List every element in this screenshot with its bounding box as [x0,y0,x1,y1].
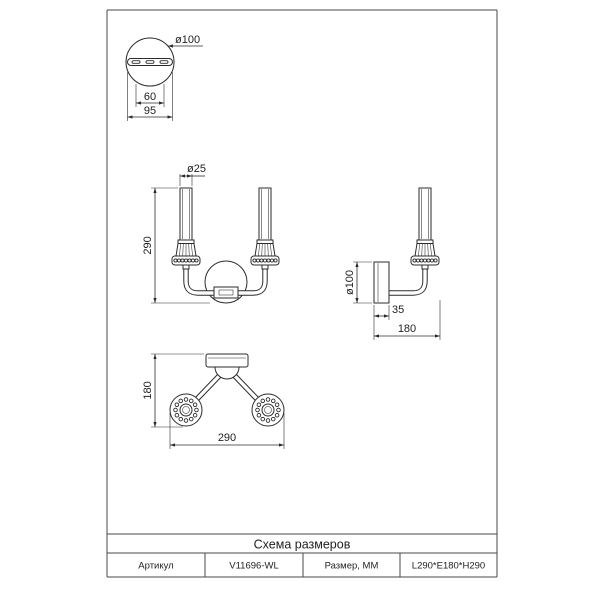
backplate-diameter-value: ø100 [175,34,200,46]
side-backplate [373,261,390,304]
width-value: 290 [218,432,236,444]
top-backplate [205,353,249,368]
mounting-slot [131,60,141,64]
front-left-holder [171,187,201,270]
front-right-arm [237,269,268,296]
title-block: Схема размеров Артикул V11696-WL Размер,… [138,538,485,572]
tube-diameter-value: ø25 [187,163,206,175]
front-view: ø25 290 [142,163,280,304]
side-view: ø100 35 180 [344,187,441,340]
mounting-slot [145,60,155,64]
size-value: L290*E180*H290 [412,561,485,572]
top-left-cup [169,393,203,427]
article-label: Артикул [138,561,173,572]
top-arm-connector [214,366,240,380]
front-left-arm [183,269,215,296]
side-arm [388,269,428,296]
arm-tube-inner [237,269,267,295]
size-label: Размер, ММ [325,561,379,572]
sheet-title: Схема размеров [254,538,351,552]
top-left-arm [195,372,223,401]
top-view: 180 290 [142,353,285,449]
arm-connector-block [213,286,239,299]
top-right-cup [251,393,285,427]
connector-detail [218,289,234,296]
height-value: 290 [142,236,154,254]
arm-tube-inner [184,269,215,295]
arm-tube-outline [388,269,428,296]
bar-length-value: 95 [144,105,156,117]
top-right-arm [231,372,259,401]
top-depth-value: 180 [142,381,154,399]
mount-spacing-value: 60 [144,91,156,103]
arm-tube-inner [195,372,223,401]
mounting-bar [127,58,173,66]
side-holder [410,187,440,270]
backplate-view: ø100 60 95 [125,34,203,121]
mounting-slot [159,60,169,64]
side-depth-value: 180 [398,323,416,335]
sheet-frame [106,9,498,578]
arm-tube-inner [231,372,259,401]
arm-tube-inner [388,269,427,295]
backplate-depth-value: 35 [392,304,404,316]
article-value: V11696-WL [229,561,278,572]
side-backplate-diameter-value: ø100 [344,270,356,295]
front-right-holder [250,187,280,270]
